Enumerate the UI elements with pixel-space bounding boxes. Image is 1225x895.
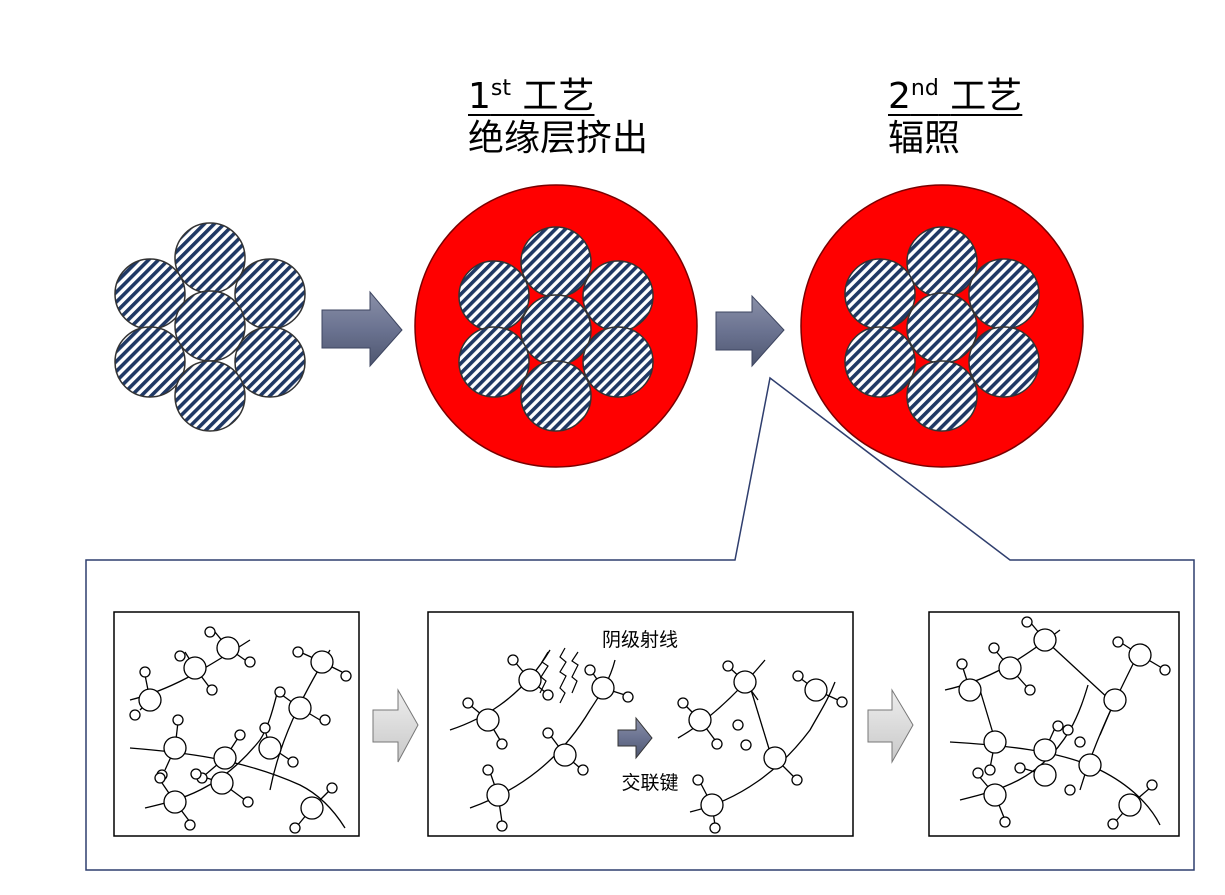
strand-upper-right	[234, 258, 306, 330]
strand-upper-right	[968, 258, 1040, 330]
strand-lower-left	[114, 326, 186, 398]
polymer-side-groups	[129, 626, 352, 834]
strand-bottom	[174, 360, 246, 432]
irradiation-panel: 阴级射线 交联键	[427, 611, 854, 837]
strand-bottom	[520, 360, 592, 432]
strand-upper-right	[582, 260, 654, 332]
process-arrow-1	[321, 290, 403, 368]
crosslink-label: 交联键	[621, 772, 678, 794]
strand-center	[906, 292, 978, 364]
strand-top	[906, 226, 978, 298]
polymer-side-groups	[956, 616, 1171, 830]
strand-upper-left	[844, 258, 916, 330]
step2-ordinal-number: 2	[888, 76, 911, 117]
strand-upper-left	[114, 258, 186, 330]
crosslink-arrow	[617, 716, 653, 760]
strand-center	[520, 294, 592, 366]
polymer-side-groups	[462, 654, 848, 834]
strand-lower-right	[968, 326, 1040, 398]
step2-title: 2nd 工艺 辐照	[888, 76, 1022, 160]
polymer-before-panel	[113, 611, 360, 837]
step2-title-line: 2nd 工艺	[888, 76, 1022, 118]
step2-ordinal-suffix: nd	[910, 76, 939, 101]
strand-center	[174, 290, 246, 362]
strand-lower-right	[234, 326, 306, 398]
detail-arrow-1	[372, 688, 419, 763]
step1-ordinal-suffix: st	[490, 76, 511, 101]
step1-subtitle: 绝缘层挤出	[468, 118, 649, 159]
step1-title-line: 1st 工艺	[468, 76, 648, 118]
step1-ordinal-number: 1	[468, 76, 491, 117]
detail-arrow-2	[867, 688, 914, 764]
step2-subtitle: 辐照	[888, 118, 961, 159]
callout-outline	[85, 376, 1195, 871]
irradiated-conductor	[800, 184, 1084, 468]
strand-top	[174, 222, 246, 294]
strand-lower-left	[458, 326, 530, 398]
cathode-ray-label: 阴级射线	[602, 629, 678, 651]
strand-top	[520, 226, 592, 298]
process-arrow-2	[715, 294, 785, 368]
strand-upper-left	[458, 260, 530, 332]
strand-lower-right	[582, 326, 654, 398]
step1-title: 1st 工艺 绝缘层挤出	[468, 76, 648, 160]
crosslinked-network-panel	[928, 611, 1180, 837]
strand-bottom	[906, 360, 978, 432]
bare-conductor	[114, 222, 306, 432]
insulated-conductor	[414, 184, 698, 468]
step2-process-label: 工艺	[950, 76, 1023, 117]
step1-process-label: 工艺	[522, 76, 595, 117]
strand-lower-left	[844, 326, 916, 398]
